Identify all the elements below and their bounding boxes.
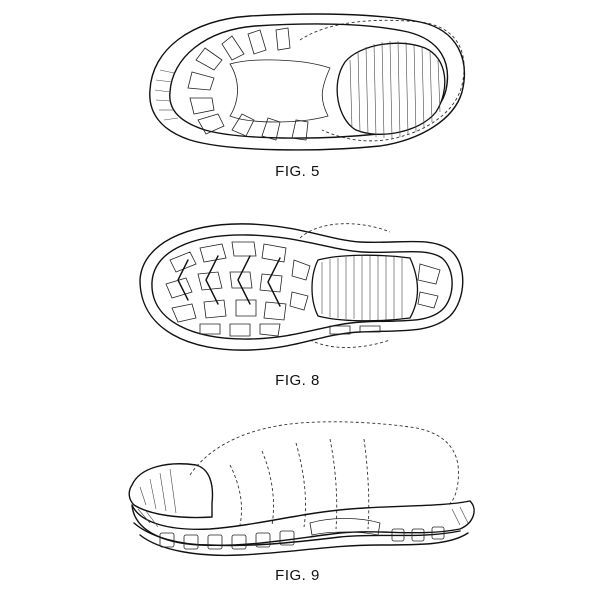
fig8-drawing xyxy=(139,223,464,351)
figure-5: FIG. 5 xyxy=(0,0,595,190)
fig9-drawing xyxy=(128,421,475,557)
fig5-caption: FIG. 5 xyxy=(275,163,320,180)
fig8-caption: FIG. 8 xyxy=(275,372,320,389)
fig9-caption: FIG. 9 xyxy=(275,567,320,584)
fig5-drawing xyxy=(149,13,466,151)
figure-9: FIG. 9 xyxy=(0,405,595,599)
figure-8: FIG. 8 xyxy=(0,200,595,400)
